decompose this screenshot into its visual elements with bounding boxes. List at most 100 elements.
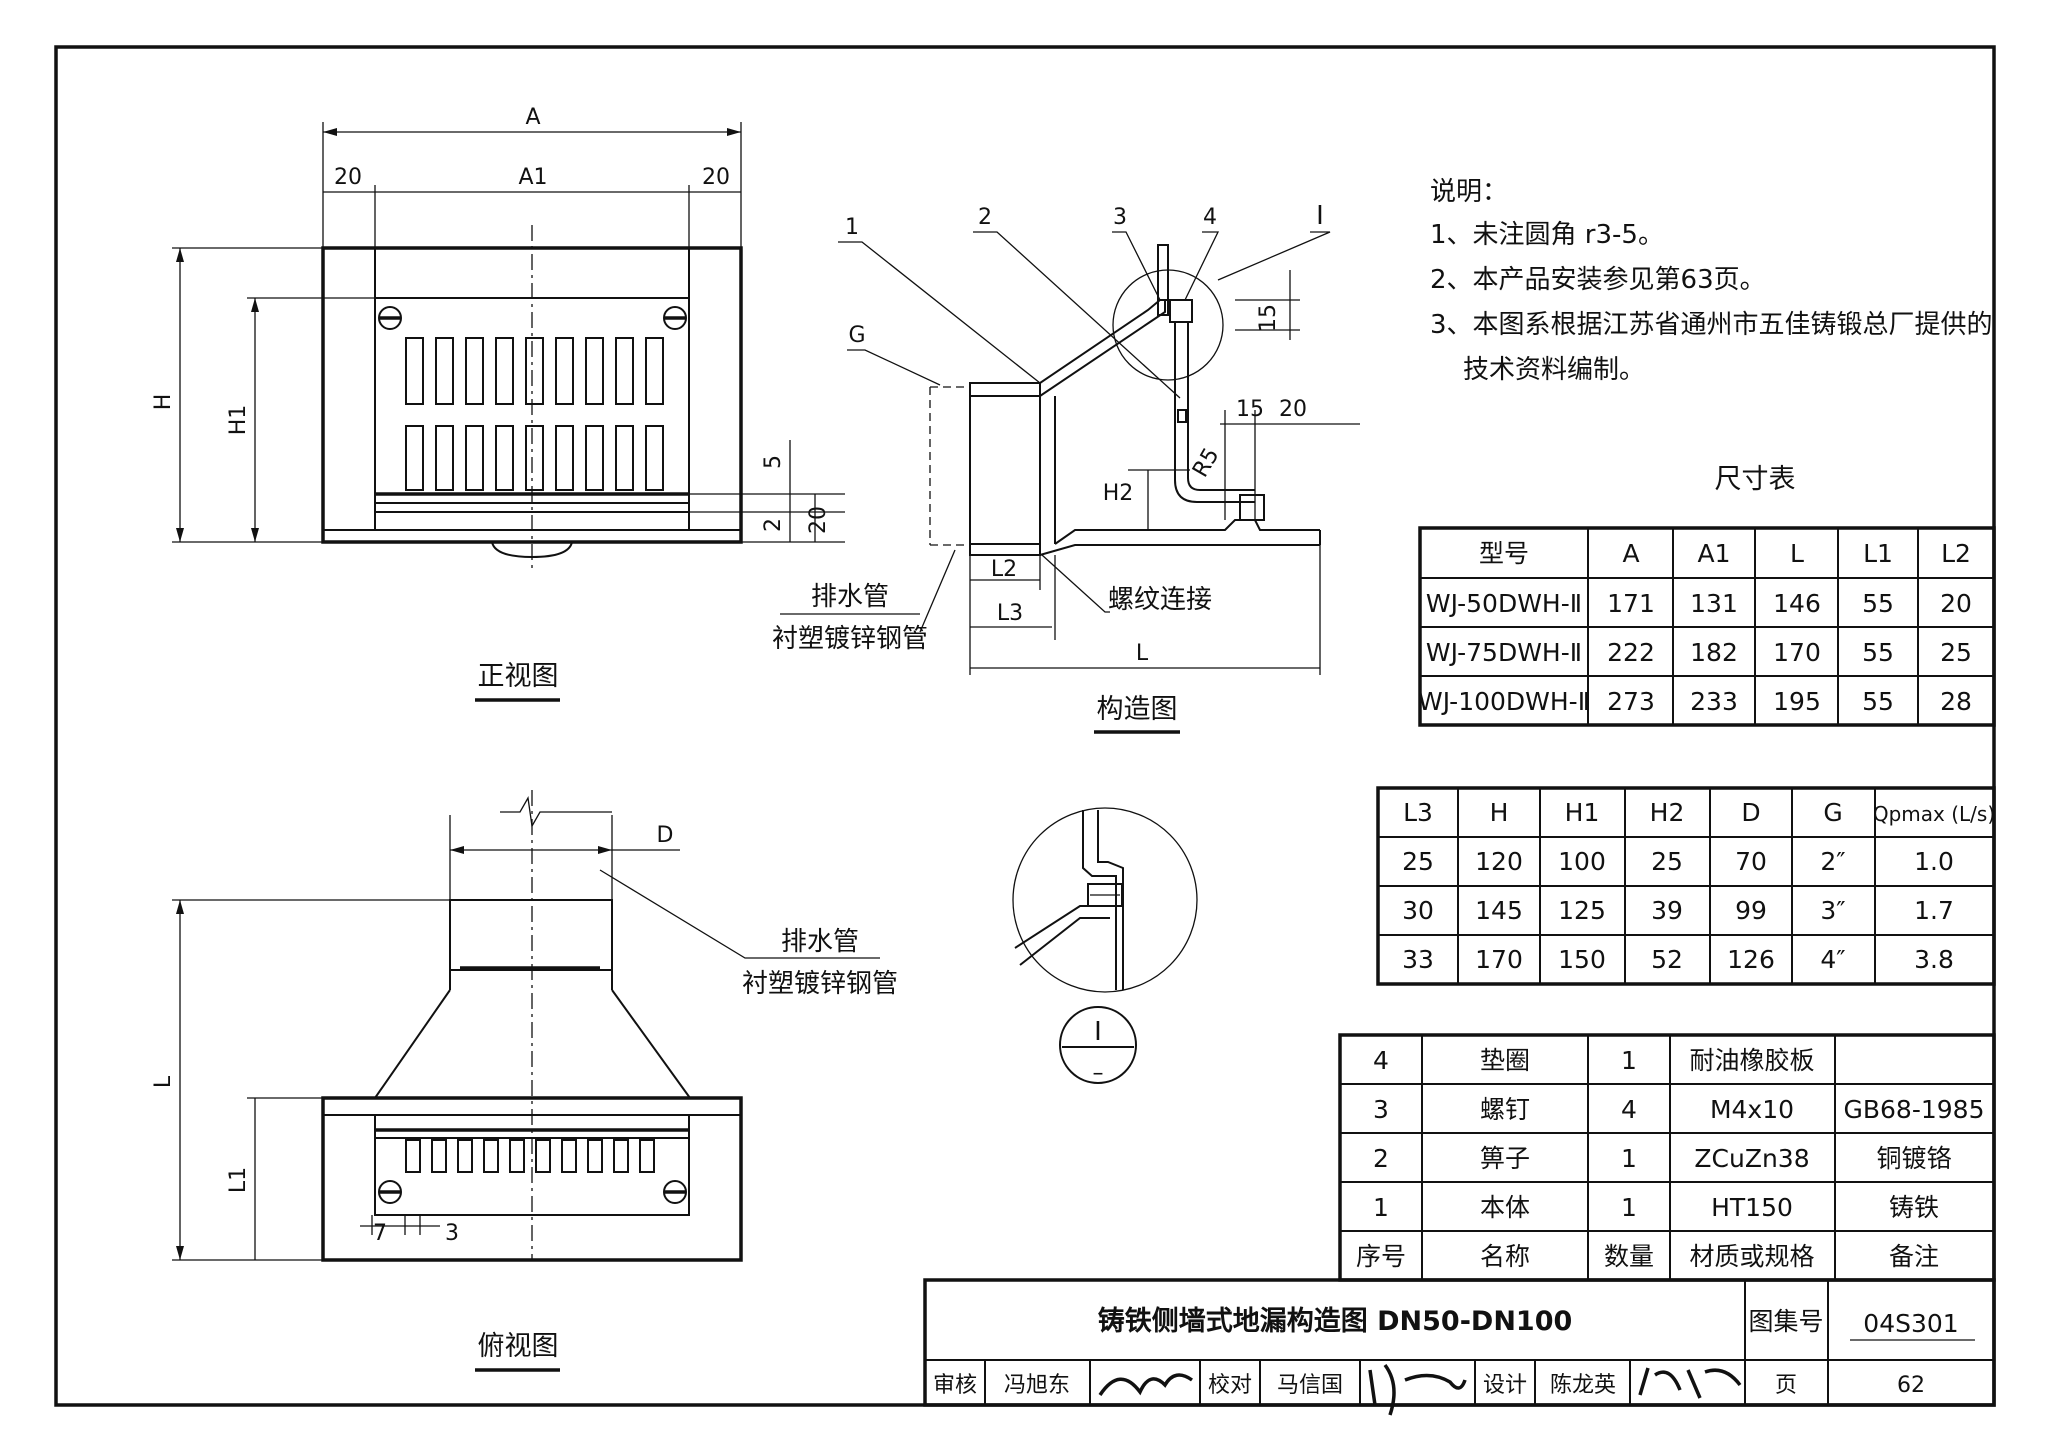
table-cell: 4″: [1820, 945, 1845, 974]
table-cell: 20: [1940, 589, 1972, 618]
table-cell: 1: [1621, 1193, 1637, 1222]
detail-I-mark: I: [1094, 1017, 1102, 1047]
dim-table2-header: G: [1823, 798, 1842, 827]
table-cell: 4: [1373, 1046, 1389, 1075]
atlas-label: 图集号: [1748, 1307, 1823, 1336]
dim-20-h: 20: [1279, 397, 1307, 422]
table-cell: 1: [1621, 1046, 1637, 1075]
G-label: G: [848, 323, 865, 348]
table-cell: 25: [1402, 847, 1434, 876]
thread-connection-label: 螺纹连接: [1108, 585, 1212, 615]
structure-view: [838, 231, 1360, 675]
table-cell: HT150: [1711, 1193, 1793, 1222]
table-cell: 126: [1727, 945, 1775, 974]
page-label: 页: [1775, 1373, 1797, 1398]
table-cell: 25: [1940, 638, 1972, 667]
table-cell: 146: [1773, 589, 1821, 618]
table-cell: 195: [1773, 687, 1821, 716]
dim-2: 2: [761, 518, 786, 532]
table-cell: 3: [1373, 1095, 1389, 1124]
dim-7: 7: [373, 1221, 387, 1246]
table-cell: 182: [1690, 638, 1738, 667]
L2-label: L2: [991, 557, 1017, 582]
dim-table-grid: [1418, 526, 1996, 727]
table-cell: 145: [1475, 896, 1523, 925]
front-view: [172, 122, 845, 570]
note-1: 1、未注圆角 r3-5。: [1430, 220, 1664, 250]
table-cell: ZCuZn38: [1694, 1144, 1809, 1173]
table-cell: 3″: [1820, 896, 1845, 925]
table-cell: WJ-75DWH-Ⅱ: [1426, 638, 1582, 667]
table-cell: 1: [1621, 1144, 1637, 1173]
table-cell: 铜镀铬: [1876, 1144, 1951, 1173]
table-cell: 170: [1475, 945, 1523, 974]
atlas-number: 04S301: [1863, 1309, 1958, 1338]
dim-A: A: [525, 105, 540, 130]
dim-table2-header: H: [1490, 798, 1509, 827]
table-cell: 25: [1651, 847, 1683, 876]
design-name: 陈龙英: [1550, 1373, 1616, 1398]
table-cell: 150: [1558, 945, 1606, 974]
dim-L-top: L: [151, 1075, 176, 1088]
dim-5: 5: [761, 455, 786, 469]
notes-title: 说明：: [1430, 177, 1508, 207]
table-cell: 170: [1773, 638, 1821, 667]
grate-slots-row2: [405, 425, 664, 491]
note-2: 2、本产品安装参见第63页。: [1430, 265, 1766, 295]
table-cell: 55: [1862, 638, 1894, 667]
detail-I-view: [1012, 807, 1198, 1084]
top-grate-slots: [405, 1139, 655, 1173]
table-cell: M4x10: [1710, 1095, 1794, 1124]
dim-A1: A1: [518, 165, 547, 190]
table-cell: WJ-50DWH-Ⅱ: [1426, 589, 1582, 618]
detail-I-label: I: [1316, 201, 1324, 231]
parts-table-header: 序号: [1356, 1242, 1406, 1271]
dim-H: H: [151, 394, 176, 411]
top-view-caption: 俯视图: [478, 1331, 559, 1362]
dim-D: D: [657, 823, 674, 848]
review-name: 冯旭东: [1004, 1373, 1070, 1398]
top-view: [172, 790, 880, 1262]
dim-table-header: A1: [1697, 539, 1730, 568]
dim-table2-header: H2: [1650, 798, 1685, 827]
table-cell: 222: [1607, 638, 1655, 667]
table-cell: 28: [1940, 687, 1972, 716]
table-cell: 30: [1402, 896, 1434, 925]
table-cell: 125: [1558, 896, 1606, 925]
review-signature: [1098, 1373, 1194, 1396]
table-cell: 273: [1607, 687, 1655, 716]
drain-pipe-label: 排水管: [811, 582, 889, 612]
parts-table-header: 名称: [1480, 1242, 1530, 1271]
L-label: L: [1136, 641, 1149, 666]
H2-label: H2: [1103, 481, 1134, 506]
table-cell: 52: [1651, 945, 1683, 974]
top-pipe-material-label: 衬塑镀锌钢管: [742, 969, 898, 999]
part-3-label: 3: [1113, 205, 1127, 230]
table-cell: 100: [1558, 847, 1606, 876]
table-cell: 垫圈: [1480, 1046, 1530, 1075]
table-cell: 3.8: [1914, 945, 1954, 974]
table-cell: 70: [1735, 847, 1767, 876]
design-signature: [1638, 1367, 1742, 1399]
check-signature: [1368, 1363, 1467, 1416]
front-view-caption: 正视图: [478, 661, 559, 692]
dim-20: 20: [806, 506, 831, 534]
dim-H1: H1: [226, 405, 251, 436]
screw-icon: [663, 306, 687, 330]
pipe-material-label: 衬塑镀锌钢管: [772, 624, 928, 654]
table-cell: 55: [1862, 687, 1894, 716]
top-drain-pipe-label: 排水管: [781, 927, 859, 957]
note-3-cont: 技术资料编制。: [1463, 355, 1645, 385]
table-cell: 螺钉: [1480, 1095, 1530, 1124]
part-4-label: 4: [1203, 205, 1217, 230]
dim-table2-header: D: [1741, 798, 1760, 827]
title-block-grid: [923, 1278, 1996, 1407]
grate-slots-row1: [405, 337, 664, 405]
table-cell: 4: [1621, 1095, 1637, 1124]
table-cell: 耐油橡胶板: [1689, 1046, 1814, 1075]
dim-table-header: A: [1622, 539, 1639, 568]
table-cell: WJ-100DWH-Ⅱ: [1418, 687, 1590, 716]
table-cell: 33: [1402, 945, 1434, 974]
table-cell: 131: [1690, 589, 1738, 618]
